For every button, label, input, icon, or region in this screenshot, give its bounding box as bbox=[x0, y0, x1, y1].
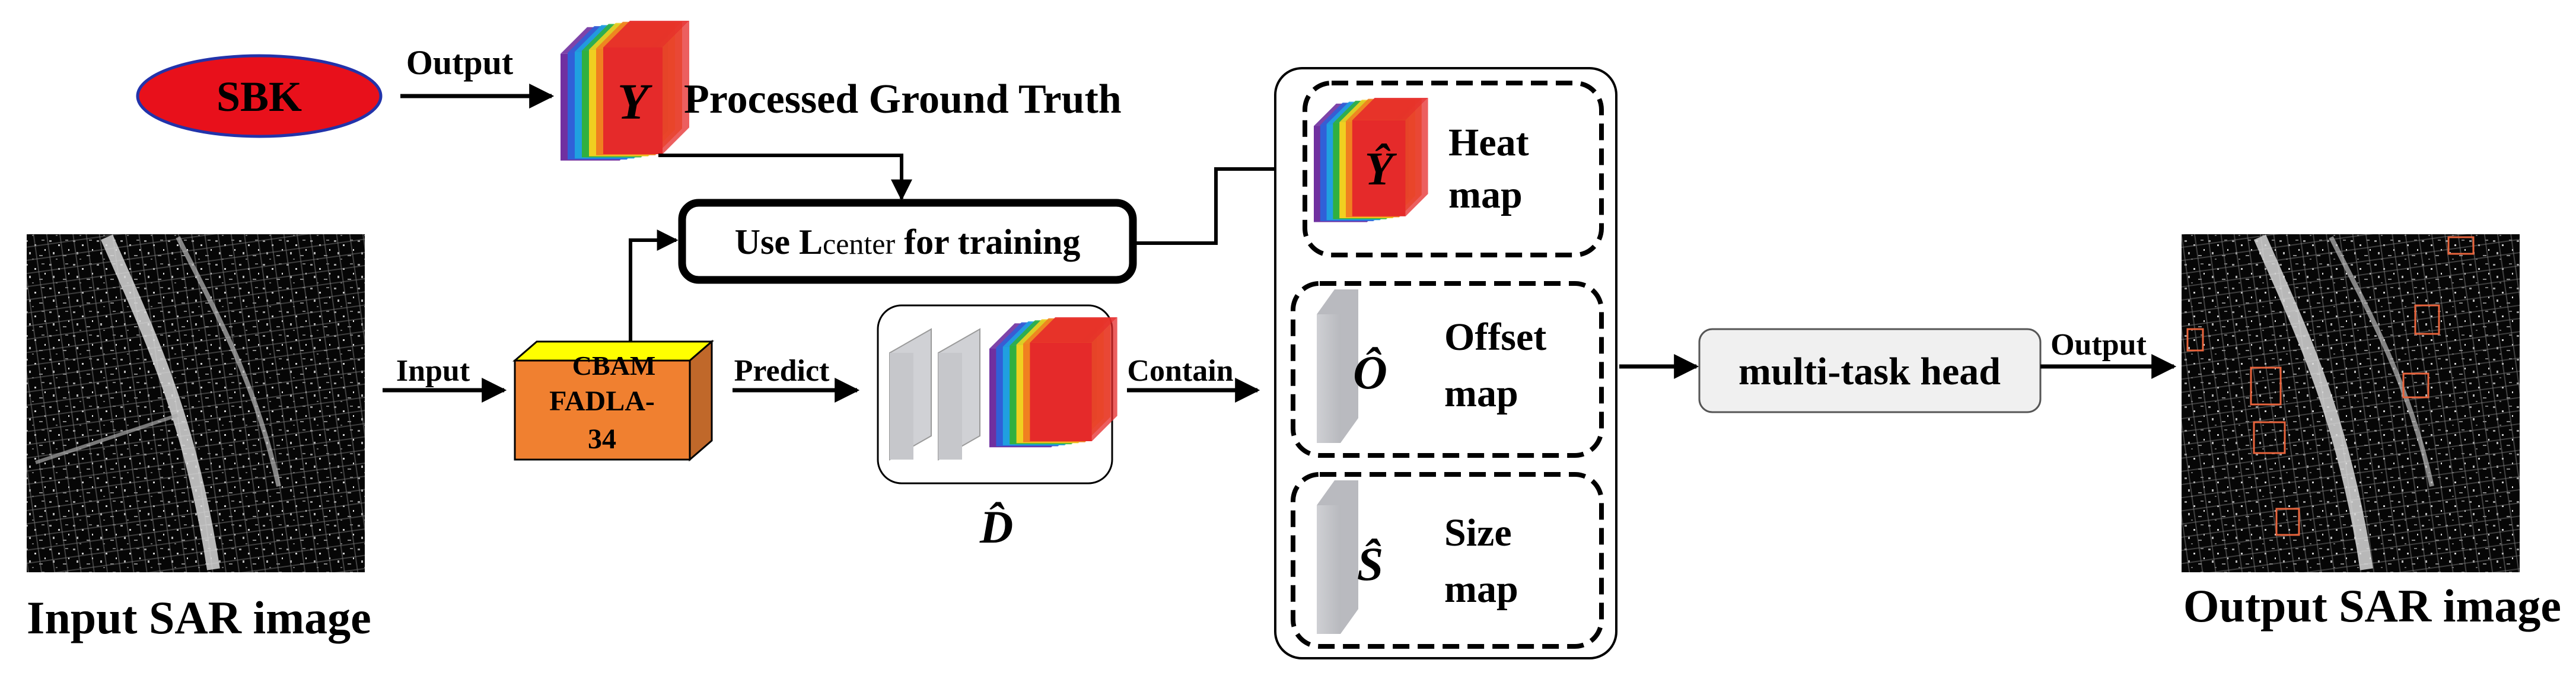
input-arrow-label: Input bbox=[396, 354, 470, 388]
cube-layer-side bbox=[1091, 317, 1117, 441]
d-hat-box bbox=[877, 304, 1117, 484]
predict-arrow: Predict bbox=[733, 354, 860, 403]
offset-line2: map bbox=[1444, 372, 1518, 415]
ground-truth-symbol: Y bbox=[617, 73, 653, 130]
training-suffix: for training bbox=[895, 222, 1080, 262]
backbone-to-training-arrow bbox=[629, 229, 679, 343]
cube-layer-side bbox=[1405, 98, 1428, 216]
detection-box bbox=[2402, 372, 2429, 399]
detection-box bbox=[2275, 508, 2300, 536]
input-sar-image bbox=[27, 234, 365, 572]
output-sar-image bbox=[2182, 234, 2520, 572]
contain-arrow-label: Contain bbox=[1127, 354, 1233, 388]
training-to-heatmap-arrow bbox=[1133, 158, 1307, 245]
sbk-label: SBK bbox=[216, 73, 302, 120]
backbone-block: CBAM FADLA- 34 bbox=[512, 339, 715, 462]
cube-layer-front bbox=[603, 47, 663, 154]
detection-box bbox=[2253, 421, 2286, 454]
training-sub: center bbox=[823, 227, 895, 260]
offset-block bbox=[1317, 314, 1340, 443]
sbk-node: SBK bbox=[136, 54, 383, 138]
size-line1: Size bbox=[1444, 511, 1512, 554]
size-block bbox=[1317, 505, 1340, 634]
offset-head: Ô Offset map bbox=[1291, 281, 1604, 458]
cube-layer-front bbox=[1030, 342, 1092, 441]
sbk-ellipse bbox=[136, 54, 383, 138]
backbone-line2: 34 bbox=[588, 423, 616, 455]
heatmap-cube: Ŷ bbox=[1314, 98, 1428, 222]
gray-feature-layer-1 bbox=[889, 328, 932, 461]
training-text: Use Lcenter for training bbox=[735, 222, 1081, 262]
output-sar-caption: Output SAR image bbox=[2183, 580, 2561, 632]
detection-box bbox=[2447, 236, 2475, 255]
detection-box bbox=[2186, 328, 2204, 352]
final-output-arrow: Output bbox=[2040, 328, 2177, 379]
size-head: Ŝ Size map bbox=[1291, 472, 1604, 649]
multi-task-head: multi-task head bbox=[1698, 328, 2042, 413]
heatmap-head: Ŷ Heat map bbox=[1303, 81, 1604, 257]
cube-layer-side bbox=[663, 21, 689, 154]
offset-symbol: Ô bbox=[1353, 346, 1387, 399]
detection-boxes bbox=[2186, 236, 2475, 536]
final-output-label: Output bbox=[2050, 328, 2147, 362]
training-prefix: Use L bbox=[735, 222, 823, 262]
heatmap-line1: Heat bbox=[1448, 121, 1529, 164]
training-box: Use Lcenter for training bbox=[678, 199, 1137, 284]
offset-line1: Offset bbox=[1444, 315, 1546, 359]
detection-box bbox=[2414, 304, 2440, 335]
heatmap-line2: map bbox=[1448, 173, 1523, 216]
cube-layer-front bbox=[1352, 120, 1406, 216]
cube-layer-top bbox=[603, 21, 689, 47]
heatmap-symbol: Ŷ bbox=[1365, 143, 1397, 195]
backbone-side-face bbox=[689, 339, 713, 462]
backbone-cbam: CBAM bbox=[572, 350, 656, 381]
gt-to-training-arrow bbox=[658, 154, 912, 201]
d-hat-color-cube bbox=[989, 317, 1117, 448]
detection-box bbox=[2250, 366, 2282, 406]
multi-task-head-label: multi-task head bbox=[1738, 350, 2001, 393]
gray-feature-layer-2 bbox=[938, 328, 980, 461]
input-arrow: Input bbox=[383, 354, 507, 403]
size-line2: map bbox=[1444, 568, 1518, 611]
ground-truth-label: Processed Ground Truth bbox=[684, 76, 1122, 122]
d-hat-symbol: D̂ bbox=[979, 501, 1013, 553]
ground-truth-cube: Y bbox=[561, 21, 689, 161]
contain-arrow: Contain bbox=[1127, 354, 1260, 403]
cube-layer-top bbox=[1352, 98, 1428, 120]
sbk-output-arrow: Output bbox=[400, 43, 555, 109]
sbk-output-label: Output bbox=[406, 43, 514, 82]
size-symbol: Ŝ bbox=[1357, 538, 1384, 591]
cube-layer-top bbox=[1030, 317, 1117, 343]
input-sar-caption: Input SAR image bbox=[27, 592, 371, 643]
backbone-line1: FADLA- bbox=[549, 385, 655, 417]
predict-arrow-label: Predict bbox=[734, 354, 830, 388]
